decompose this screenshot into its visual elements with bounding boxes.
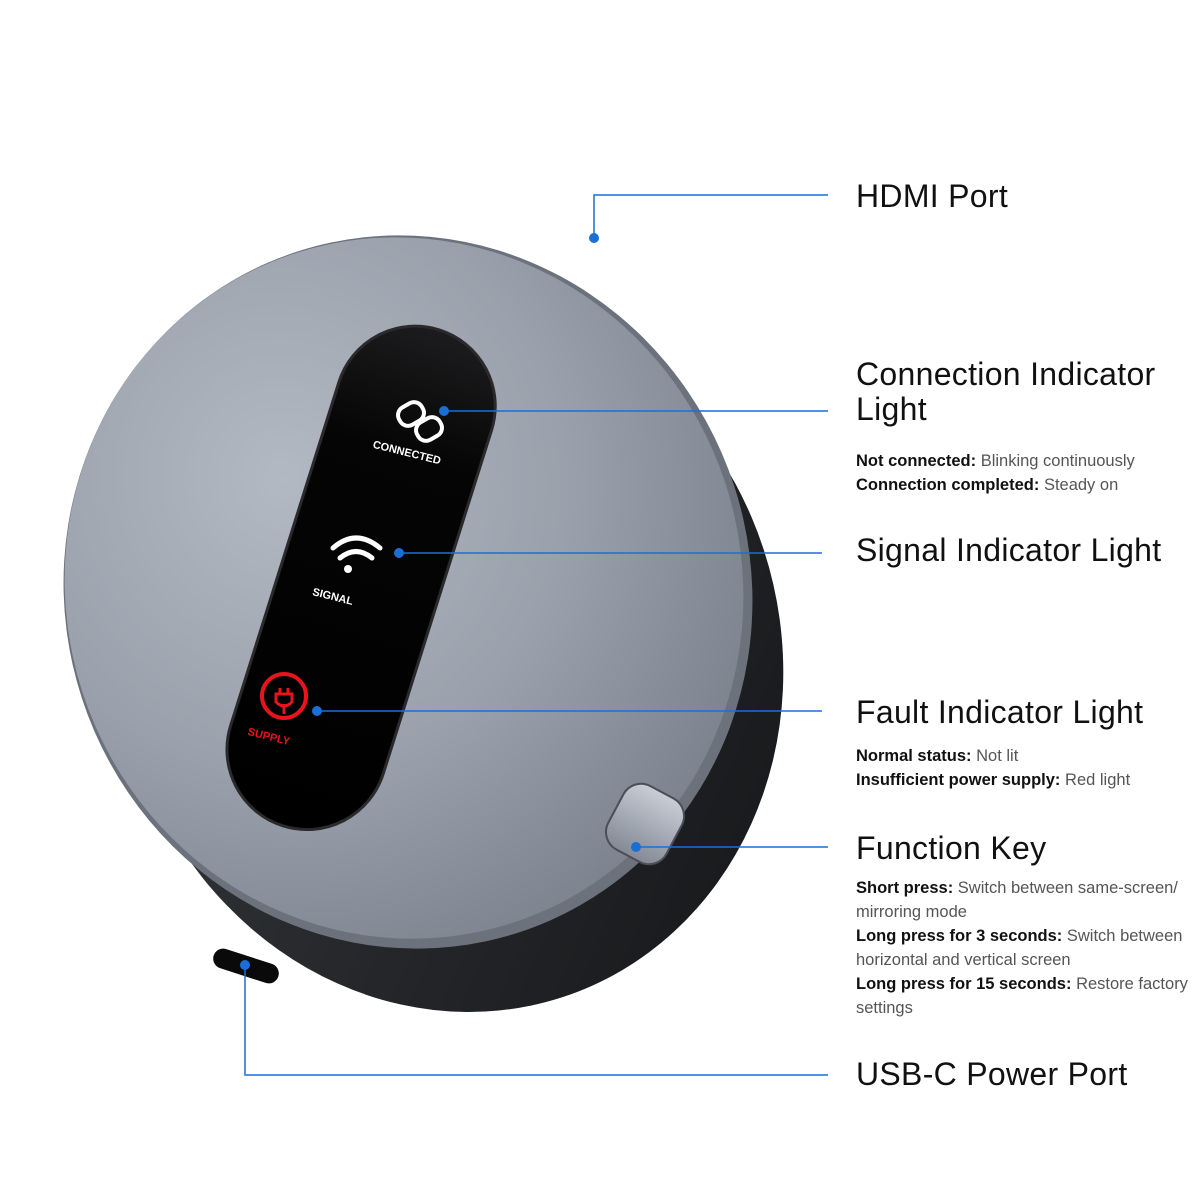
line-key: Long press for 15 seconds: (856, 975, 1072, 993)
dot-fault (312, 706, 322, 716)
dot-connection (439, 406, 449, 416)
line-value: Not lit (976, 747, 1019, 765)
callout-hdmi: HDMI Port (856, 179, 1196, 214)
line-value: Switch between horizontal and vertical s… (856, 927, 1183, 969)
callout-title: USB-C Power Port (856, 1056, 1128, 1092)
description-line: Connection completed: Steady on (856, 473, 1196, 497)
chain-link-icon (396, 400, 444, 443)
callout-function: Function Key Short press: Switch between… (856, 831, 1196, 1020)
callout-title: Function Key (856, 830, 1047, 866)
description-line: Insufficient power supply: Red light (856, 768, 1196, 792)
device-body (63, 235, 784, 1012)
callout-description: Normal status: Not lit Insufficient powe… (856, 744, 1196, 792)
leader-usbc (244, 965, 828, 1076)
leader-hdmi (593, 194, 828, 238)
line-key: Insufficient power supply: (856, 771, 1061, 789)
description-line: Short press: Switch between same-screen/… (856, 876, 1196, 924)
callout-title: Fault Indicator Light (856, 694, 1144, 730)
leader-dots (240, 233, 641, 970)
line-value: Restore factory settings (856, 975, 1188, 1017)
line-value: Switch between same-screen/ mirroring mo… (856, 879, 1178, 921)
line-key: Not connected: (856, 452, 977, 470)
indicator-panel (225, 324, 497, 832)
description-line: Not connected: Blinking continuously (856, 449, 1196, 473)
description-line: Normal status: Not lit (856, 744, 1196, 768)
dot-hdmi (589, 233, 599, 243)
line-key: Short press: (856, 879, 954, 897)
function-key[interactable] (599, 777, 691, 872)
wifi-icon (330, 535, 383, 573)
callout-connection: Connection Indicator Light Not connected… (856, 357, 1196, 497)
line-key: Long press for 3 seconds: (856, 927, 1063, 945)
line-value: Blinking continuously (980, 452, 1135, 470)
callout-title: Signal Indicator Light (856, 532, 1162, 568)
line-value: Steady on (1043, 476, 1119, 494)
leader-lines (244, 194, 828, 1076)
callout-fault: Fault Indicator Light Normal status: Not… (856, 695, 1196, 792)
dot-usbc (240, 960, 250, 970)
line-value: Red light (1065, 771, 1131, 789)
callout-usbc: USB-C Power Port (856, 1057, 1196, 1092)
dot-function (631, 842, 641, 852)
callout-description: Not connected: Blinking continuously Con… (856, 449, 1196, 497)
callout-signal: Signal Indicator Light (856, 533, 1196, 568)
callout-description: Short press: Switch between same-screen/… (856, 876, 1196, 1020)
description-line: Long press for 3 seconds: Switch between… (856, 924, 1196, 972)
line-key: Connection completed: (856, 476, 1040, 494)
dot-signal (394, 548, 404, 558)
callout-title: Connection Indicator Light (856, 356, 1156, 427)
power-plug-icon (260, 672, 308, 720)
line-key: Normal status: (856, 747, 972, 765)
description-line: Long press for 15 seconds: Restore facto… (856, 972, 1196, 1020)
callout-title: HDMI Port (856, 178, 1009, 214)
